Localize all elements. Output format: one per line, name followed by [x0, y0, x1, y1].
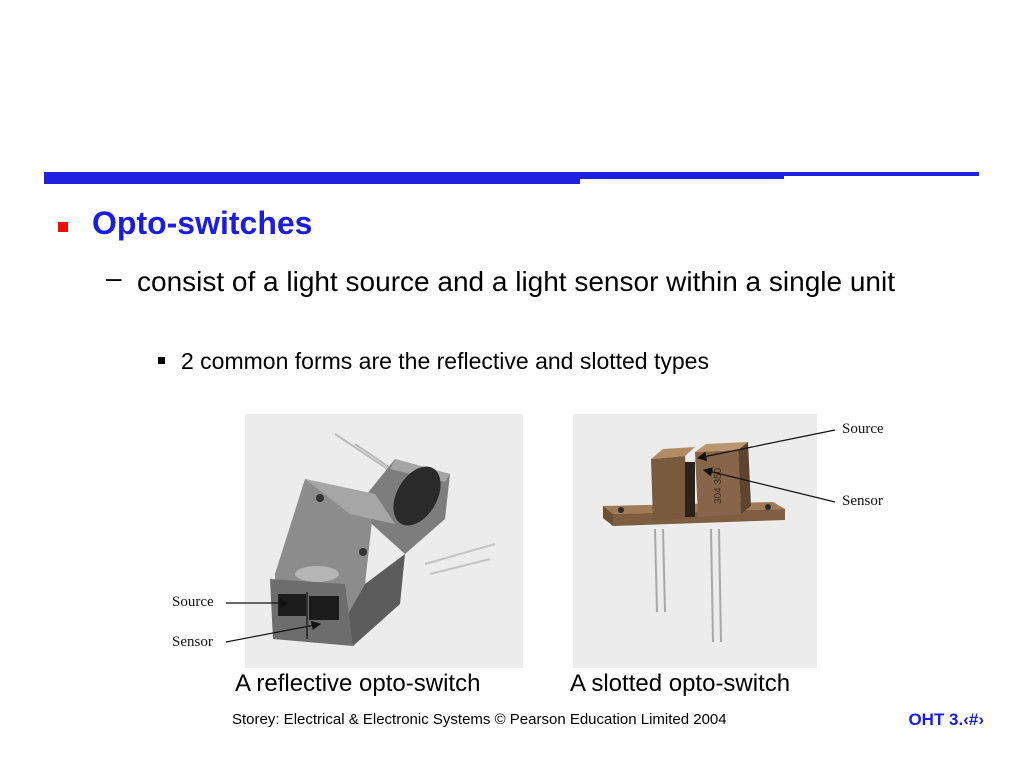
- header-rule-mid: [44, 176, 784, 179]
- dash-marker: –: [106, 262, 122, 293]
- subpoint-text: 2 common forms are the reflective and sl…: [181, 348, 709, 374]
- slotted-caption: A slotted opto-switch: [570, 670, 791, 697]
- slide-heading: Opto-switches: [92, 205, 313, 241]
- slotted-opto-switch-image: 304 350: [573, 414, 817, 668]
- slotted-source-label: Source: [842, 421, 884, 437]
- slotted-sensor-label: Sensor: [842, 493, 883, 509]
- subpoint-bullet: [158, 357, 165, 364]
- main-point: consist of a light source and a light se…: [137, 266, 895, 297]
- reflective-caption: A reflective opto-switch: [235, 670, 481, 697]
- reflective-source-label: Source: [172, 594, 214, 610]
- reflective-callout-arrows: [225, 598, 322, 643]
- reflective-sensor-label: Sensor: [172, 634, 213, 650]
- slotted-callout-arrows: [696, 429, 836, 503]
- footer-credit: Storey: Electrical & Electronic Systems …: [232, 711, 727, 728]
- header-rule-long: [44, 172, 979, 176]
- header-rule-short: [44, 179, 580, 184]
- svg-text:304 350: 304 350: [713, 467, 724, 504]
- page-number: OHT 3.‹#›: [908, 710, 984, 729]
- heading-bullet: [58, 222, 68, 232]
